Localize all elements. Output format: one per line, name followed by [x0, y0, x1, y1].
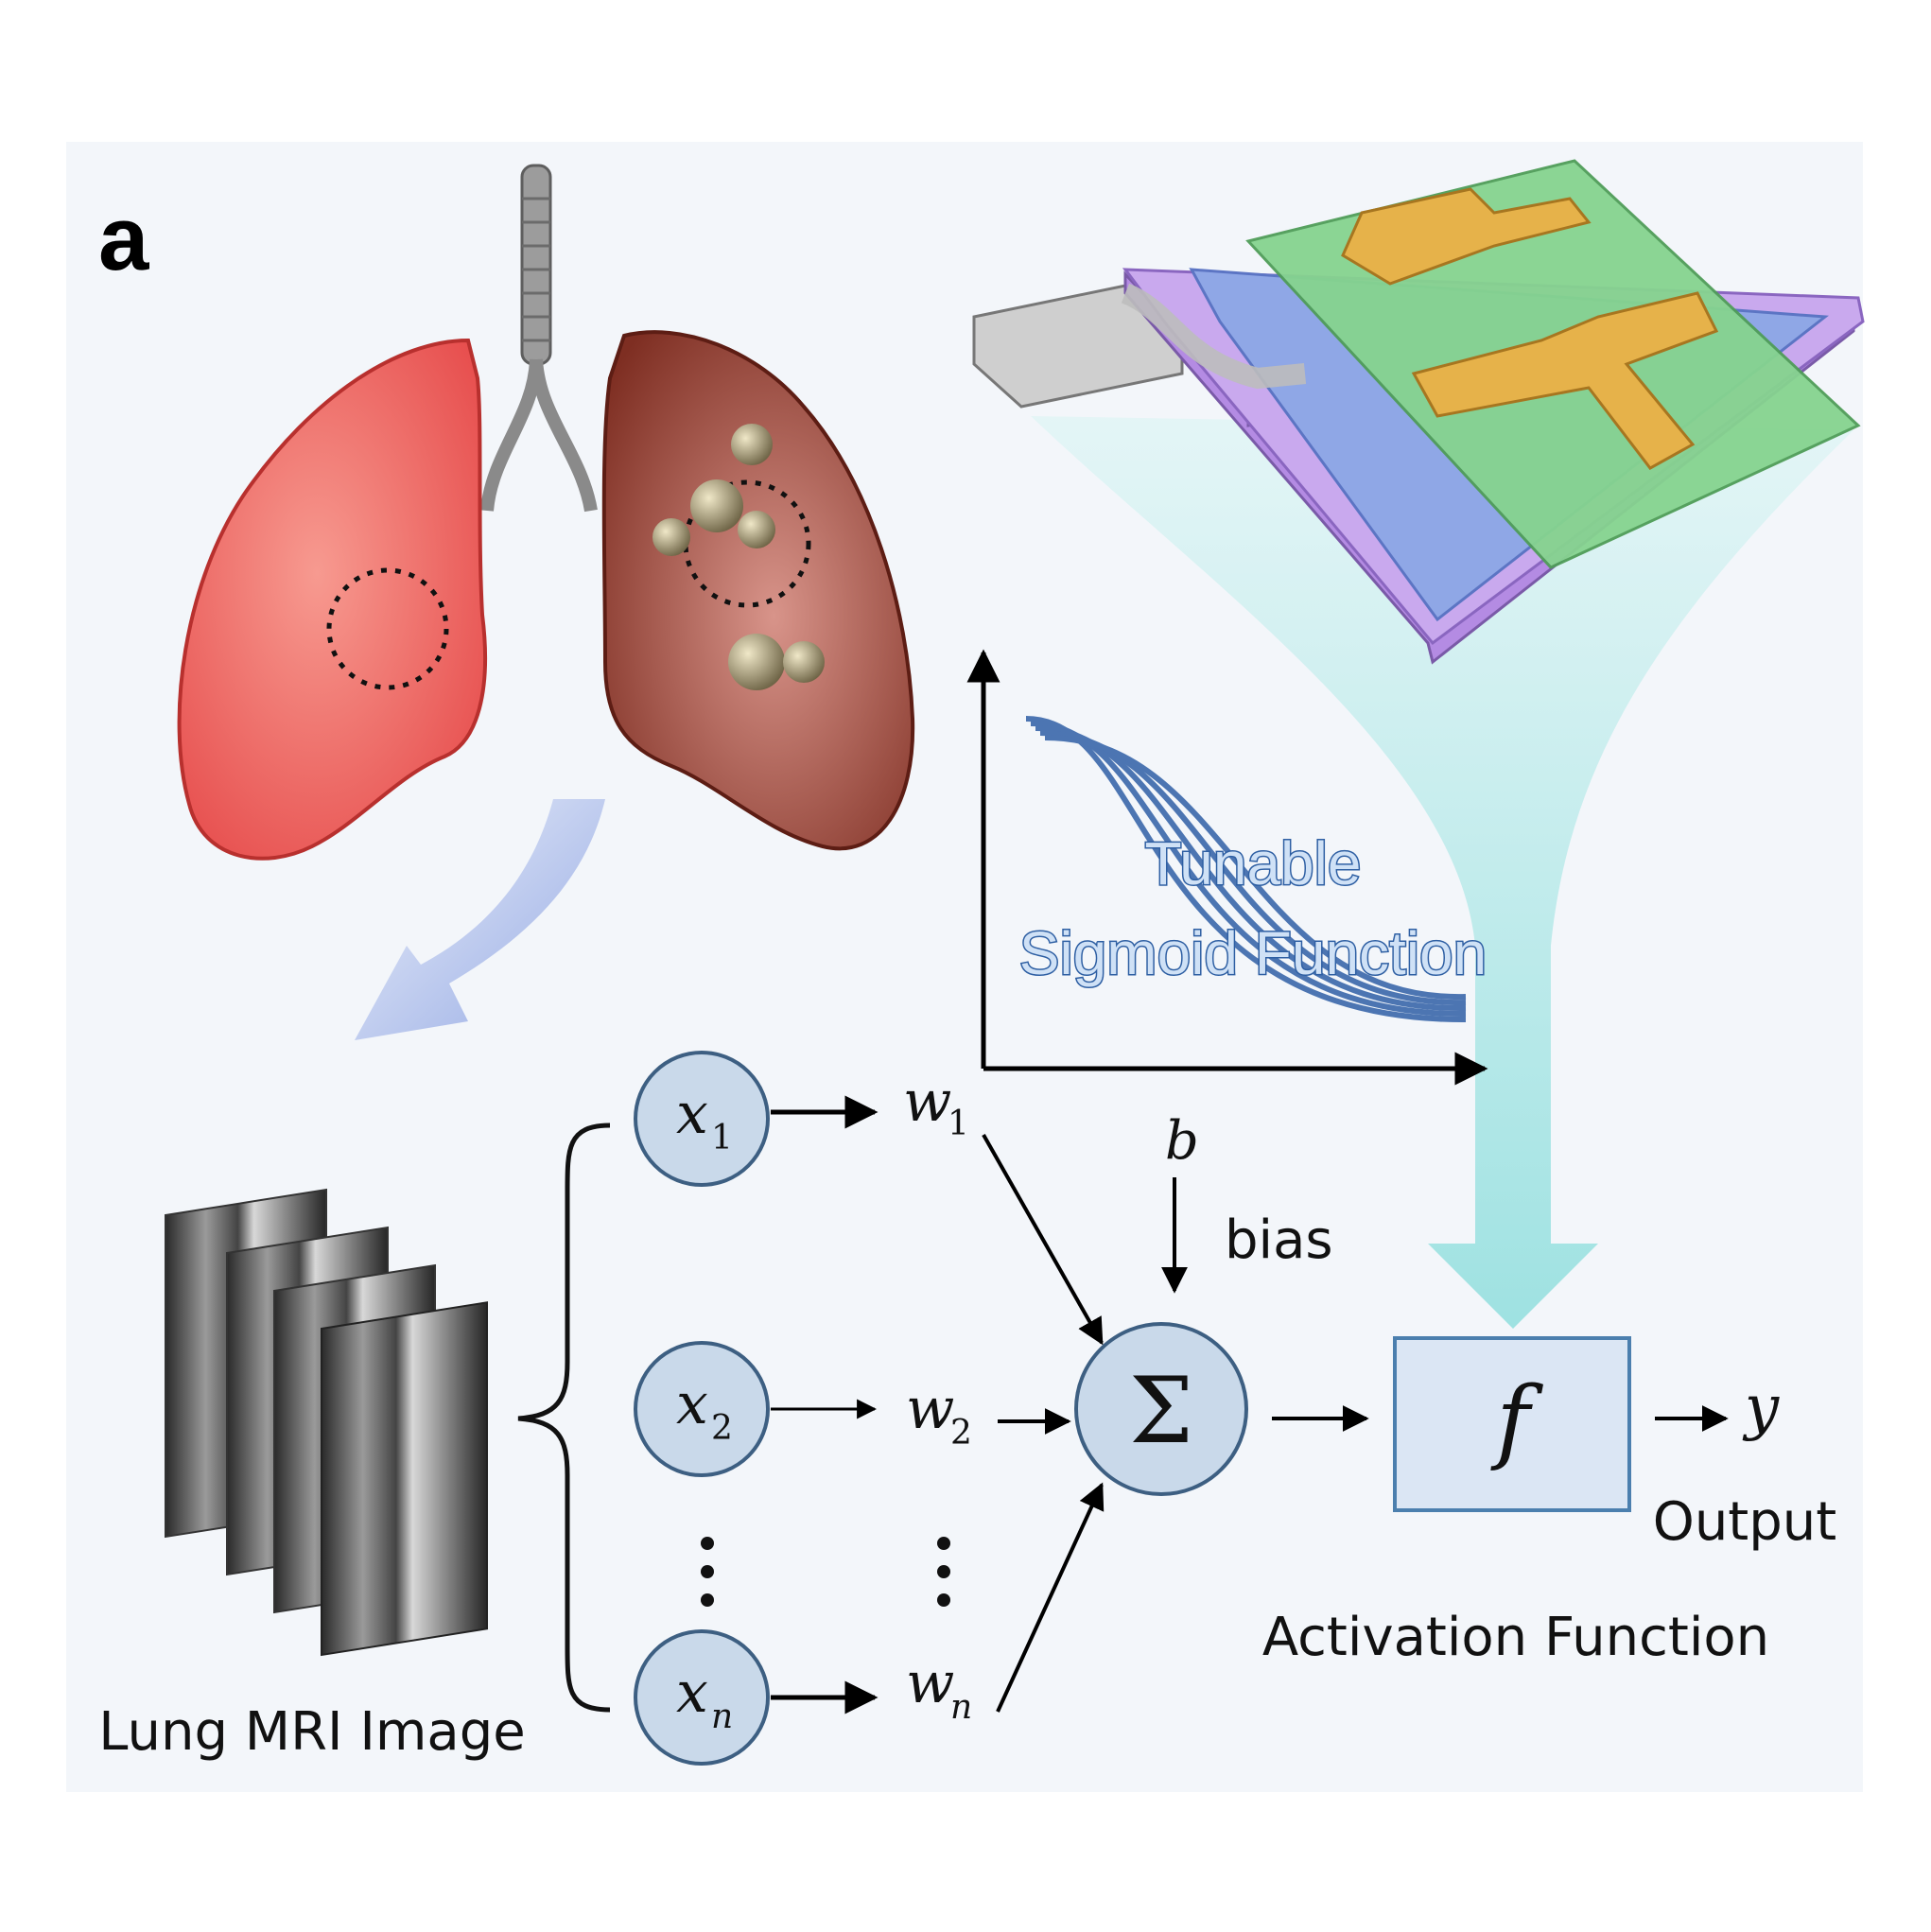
summation-node: Σ — [1074, 1322, 1248, 1496]
output-symbol: y — [1742, 1373, 1780, 1443]
lung-image-label: Lung MRI Image — [98, 1701, 525, 1763]
weight-symbol-n: w — [906, 1650, 954, 1716]
activation-box: f — [1393, 1336, 1631, 1512]
input-symbol-1: x — [676, 1081, 708, 1147]
sigmoid-label-line2: Sigmoid Function — [1019, 919, 1487, 987]
input-sub-2: 2 — [711, 1409, 733, 1448]
input-ellipsis — [701, 1537, 714, 1607]
sigmoid-label-line1: Tunable — [1145, 829, 1362, 897]
input-sub-1: 1 — [711, 1119, 733, 1157]
healthy-region-marker — [326, 567, 449, 690]
weight-sub-n: n — [950, 1688, 972, 1727]
sigmoid-curves — [1025, 716, 1467, 1023]
activation-function-label: Activation Function — [1262, 1607, 1769, 1668]
lung-to-image-arrow — [355, 799, 605, 1040]
input-node-1: x 1 — [634, 1051, 770, 1187]
panel-label: a — [98, 188, 149, 289]
weight-symbol-2: w — [906, 1376, 954, 1442]
lung-image-stack — [165, 1188, 488, 1657]
sigmoid-plot: Tunable Sigmoid Function — [966, 649, 1488, 1086]
input-symbol-n: x — [676, 1660, 708, 1726]
device-illustration — [972, 159, 1865, 665]
weight-symbol-1: w — [903, 1069, 951, 1135]
weight-2: w 2 — [906, 1376, 972, 1453]
device-funnel — [1031, 416, 1853, 1329]
weight-ellipsis — [937, 1537, 950, 1607]
nodule-icons — [652, 424, 825, 690]
bias-symbol: b — [1165, 1110, 1199, 1172]
input-symbol-2: x — [676, 1371, 708, 1437]
input-node-n: x n — [634, 1629, 770, 1766]
bias-label: bias — [1225, 1210, 1333, 1271]
diseased-lung-icon — [601, 330, 915, 851]
trachea-icon — [480, 164, 598, 513]
arrow-wn-sum — [996, 1482, 1105, 1713]
weight-n: w n — [906, 1650, 972, 1727]
weight-sub-1: 1 — [948, 1105, 969, 1143]
weight-sub-2: 2 — [950, 1414, 972, 1453]
input-brace — [517, 1123, 611, 1713]
input-node-2: x 2 — [634, 1341, 770, 1477]
weight-1: w 1 — [903, 1069, 969, 1143]
sum-symbol: Σ — [1129, 1358, 1193, 1464]
healthy-lung-icon — [177, 338, 488, 861]
nodule-region-marker — [683, 479, 811, 608]
arrow-w1-sum — [982, 1134, 1104, 1346]
output-label: Output — [1653, 1491, 1837, 1553]
input-sub-n: n — [711, 1697, 733, 1736]
